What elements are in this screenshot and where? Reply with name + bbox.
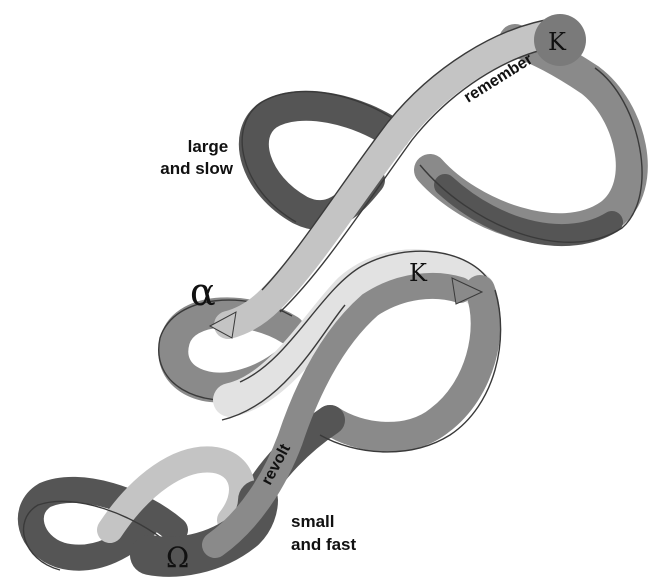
omega-symbol: Ω	[166, 541, 189, 574]
k-top-symbol: K	[548, 28, 567, 56]
small-fast-label: small and fast	[291, 512, 357, 554]
large-slow-label: large and slow	[160, 137, 234, 178]
k-middle-symbol: K	[409, 259, 428, 287]
alpha-symbol: α	[190, 270, 216, 314]
